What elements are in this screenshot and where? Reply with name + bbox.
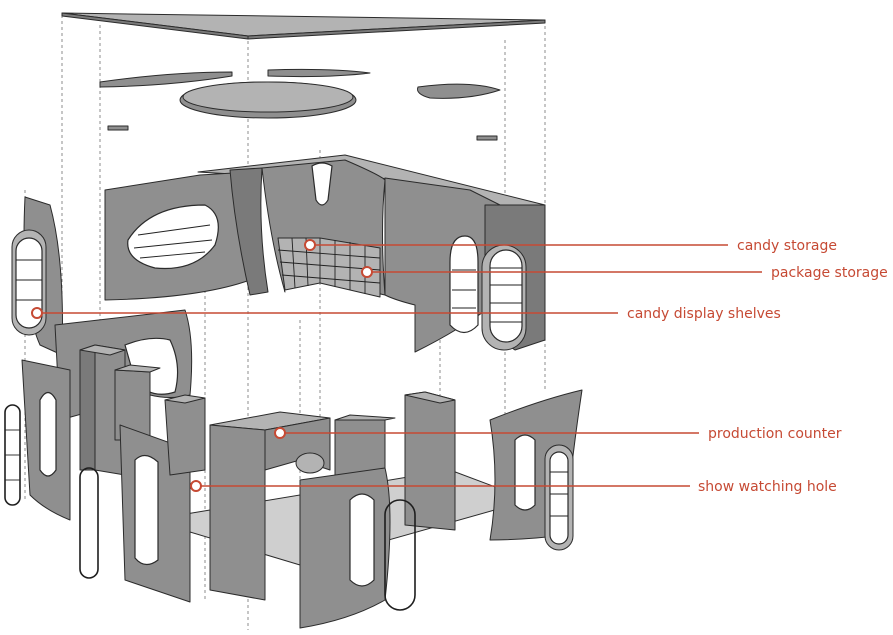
upper-floor	[104, 154, 546, 353]
detached-window-frames	[4, 404, 574, 611]
roof-plate	[61, 12, 546, 40]
label-show-watching-hole: show watching hole	[698, 479, 837, 495]
marker-production-counter	[274, 427, 286, 439]
marker-candy-storage	[304, 239, 316, 251]
ground-floor	[21, 309, 583, 629]
annotation-show-watching-hole: show watching hole	[190, 479, 837, 495]
annotation-candy-display-shelves: candy display shelves	[31, 306, 781, 322]
ceiling-pieces	[99, 68, 501, 141]
annotation-production-counter: production counter	[274, 426, 842, 442]
marker-candy-display-shelves	[31, 307, 43, 319]
marker-package-storage	[361, 266, 373, 278]
annotation-package-storage: package storage	[361, 265, 888, 281]
label-candy-storage: candy storage	[737, 238, 837, 254]
marker-show-watching-hole	[190, 480, 202, 492]
annotation-candy-storage: candy storage	[304, 238, 837, 254]
label-production-counter: production counter	[708, 426, 842, 442]
label-package-storage: package storage	[771, 265, 888, 281]
label-candy-display-shelves: candy display shelves	[627, 306, 781, 322]
